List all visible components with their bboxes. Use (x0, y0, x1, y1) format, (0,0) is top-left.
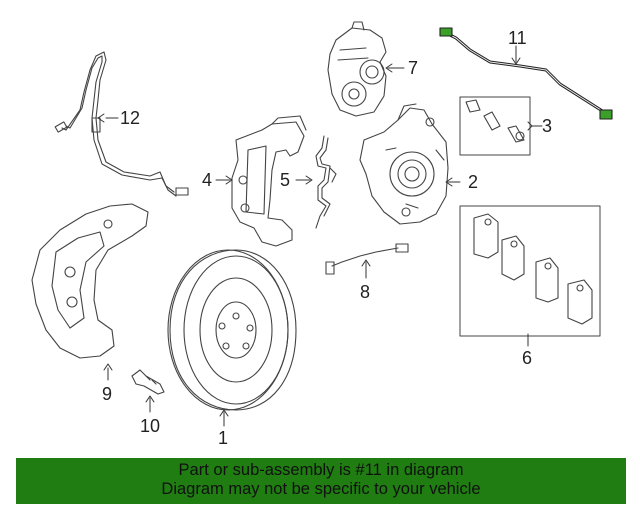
banner-line-1: Part or sub-assembly is #11 in diagram (178, 461, 464, 479)
callout-5: 5 (280, 170, 290, 190)
part-6-brake-pads[interactable] (459, 205, 601, 337)
parts-diagram: 1 2 3 4 5 6 7 8 9 10 11 12 (31, 21, 613, 448)
part-5-spring-clip[interactable] (315, 135, 337, 229)
leader-lines (97, 45, 543, 427)
callout-12: 12 (120, 108, 140, 128)
part-3-guide-pin-kit[interactable] (459, 96, 531, 156)
part-9-dust-shield[interactable] (31, 203, 149, 359)
part-12-speed-sensor-harness[interactable] (54, 51, 189, 197)
part-8-wear-indicator[interactable] (325, 243, 409, 275)
callout-11: 11 (508, 28, 527, 48)
callout-7: 7 (408, 58, 418, 78)
part-2-caliper[interactable] (359, 103, 449, 225)
part-7-parking-brake-motor[interactable] (327, 21, 387, 117)
callout-4: 4 (202, 170, 212, 190)
part-11-wear-sensor[interactable] (439, 27, 613, 120)
callout-3: 3 (542, 116, 552, 136)
callout-2: 2 (468, 172, 478, 192)
callout-6: 6 (522, 348, 532, 368)
banner-line-2: Diagram may not be specific to your vehi… (161, 480, 481, 498)
part-10-bolt[interactable] (131, 369, 165, 395)
callout-9: 9 (102, 384, 112, 404)
info-banner: Part or sub-assembly is #11 in diagram D… (16, 458, 626, 504)
callout-1: 1 (218, 428, 228, 448)
callout-8: 8 (360, 282, 370, 302)
part-1-brake-rotor[interactable] (167, 249, 297, 411)
part-4-caliper-bracket[interactable] (231, 115, 307, 247)
callout-10: 10 (140, 416, 160, 436)
